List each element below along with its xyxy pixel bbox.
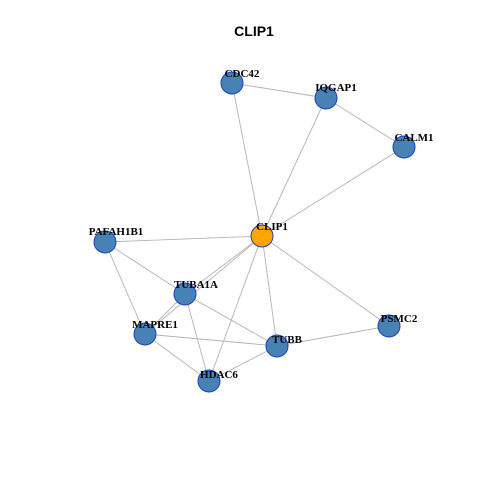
node-mapre1 [133,322,157,346]
node-layer [93,71,416,393]
edge-iqgap1-clip1 [261,97,327,237]
edge-cdc42-clip1 [231,82,263,237]
node-psmc2 [377,314,401,338]
edge-pafah1b1-mapre1 [104,241,146,335]
node-label-pafah1b1: PAFAH1B1 [89,226,144,238]
edge-pafah1b1-tuba1a [104,241,186,295]
edge-tuba1a-tubb [184,293,278,347]
node-cdc42 [220,71,244,95]
node-label-tuba1a: TUBA1A [174,279,218,291]
node-label-calm1: CALM1 [394,132,433,144]
node-tubb [265,334,289,358]
node-label-mapre1: MAPRE1 [132,319,178,331]
node-clip1 [250,224,274,248]
node-label-hdac6: HDAC6 [200,369,238,381]
edge-clip1-psmc2 [261,235,390,327]
edge-mapre1-tubb [144,333,278,347]
node-label-clip1: CLIP1 [256,221,288,233]
edge-mapre1-hdac6 [144,333,210,382]
node-calm1 [392,135,416,159]
node-label-tubb: TUBB [272,334,303,346]
edge-clip1-tuba1a [184,235,263,295]
node-label-cdc42: CDC42 [225,68,260,80]
node-label-psmc2: PSMC2 [381,313,418,325]
edge-tuba1a-hdac6 [184,293,210,382]
node-hdac6 [197,369,221,393]
edge-iqgap1-calm1 [325,97,405,148]
edge-clip1-hdac6 [208,235,263,382]
node-pafah1b1 [93,230,117,254]
graph-title: CLIP1 [234,23,274,39]
node-tuba1a [173,282,197,306]
edge-tubb-hdac6 [208,345,278,382]
node-label-iqgap1: IQGAP1 [315,82,357,94]
edge-clip1-mapre1 [144,235,263,335]
edge-calm1-clip1 [261,146,405,237]
edge-tubb-psmc2 [276,325,390,347]
node-iqgap1 [314,86,338,110]
edge-clip1-tubb [261,235,278,347]
edge-cdc42-iqgap1 [231,82,327,99]
edge-pafah1b1-clip1 [104,235,263,243]
